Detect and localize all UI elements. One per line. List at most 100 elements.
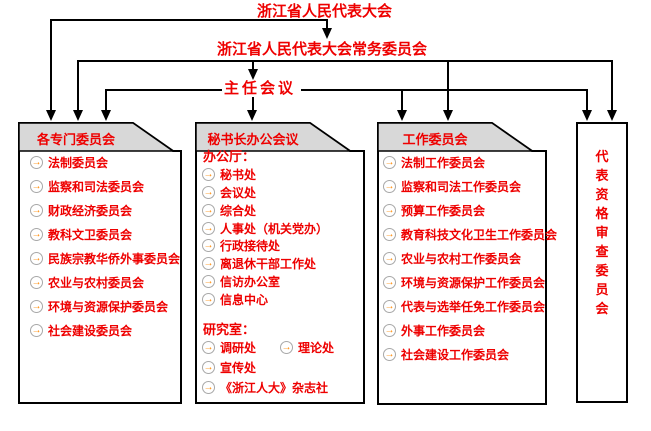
org-link-label: 代表与选举任免工作委员会	[401, 299, 546, 314]
org-link-item[interactable]: → 代表与选举任免工作委员会	[377, 294, 547, 318]
section-label-office: 办公厅：	[203, 149, 256, 164]
org-link-item[interactable]: → 农业与农村委员会	[18, 270, 182, 294]
org-link-label: 行政接待处	[220, 239, 281, 254]
org-link-item[interactable]: →监察和司法工作委员会	[377, 174, 547, 198]
arrow-link-icon: →	[30, 251, 43, 265]
connector-line	[252, 60, 254, 70]
org-link-item[interactable]: →法制委员会	[18, 150, 182, 174]
org-link-item[interactable]: →财政经济委员会	[18, 198, 182, 222]
connector-line	[611, 60, 613, 111]
org-link-item[interactable]: → 法制工作委员会	[377, 150, 547, 174]
org-link-item[interactable]: →社会建设委员会	[18, 318, 182, 342]
org-link-label: 信息中心	[220, 292, 269, 307]
connector-line	[50, 19, 328, 21]
arrow-head-icon	[322, 28, 332, 39]
org-link-label: 会议处	[220, 186, 257, 201]
section-label-research: 研究室：	[203, 321, 256, 337]
connector-line	[77, 60, 79, 111]
org-link-label: 民族宗教华侨外事委员会	[48, 251, 181, 266]
arrow-link-icon: →	[383, 323, 396, 337]
folder-shape	[195, 122, 365, 404]
arrow-link-icon: →	[383, 299, 396, 313]
connector-line	[401, 89, 403, 111]
org-link-item[interactable]: → 信息中心	[195, 290, 365, 308]
arrow-head-icon	[248, 69, 258, 80]
org-link-label: 信访办公室	[220, 274, 281, 289]
org-link-label: 离退休干部工作处	[220, 257, 317, 272]
org-link-item[interactable]: → 民族宗教华侨外事委员会	[18, 246, 182, 270]
org-link-label: 秘书处	[220, 168, 257, 183]
arrow-link-icon: →	[202, 274, 215, 288]
org-link-item[interactable]: → 离退休干部工作处	[195, 255, 365, 273]
org-link-label: 社会建设工作委员会	[401, 347, 510, 362]
org-link-label: 农业与农村委员会	[48, 275, 145, 290]
arrow-head-icon	[101, 110, 111, 121]
arrow-head-icon	[607, 110, 617, 121]
connector-line	[105, 89, 107, 111]
panel-header-working-committees: 工作委员会	[402, 132, 468, 147]
arrow-link-icon: →	[280, 340, 294, 354]
arrow-link-icon: →	[30, 275, 43, 289]
org-link-item[interactable]: → 环境与资源保护工作委员会	[377, 270, 547, 294]
org-link-item[interactable]: →综合处	[195, 202, 365, 220]
org-link-label: 理论处	[298, 340, 335, 355]
org-link-label: 监察和司法委员会	[48, 179, 145, 194]
org-link-item[interactable]: → 教科文卫委员会	[18, 222, 182, 246]
folder-shape	[18, 122, 182, 404]
org-link-item[interactable]: → 预算工作委员会	[377, 198, 547, 222]
arrow-link-icon: →	[30, 323, 43, 337]
org-link-label: 法制工作委员会	[401, 155, 486, 170]
connector-line	[50, 19, 52, 111]
arrow-link-icon: →	[202, 257, 215, 271]
qualification-committee-label: 代表资格审查委员会	[595, 149, 609, 316]
org-link-item[interactable]: → 调研处	[202, 339, 256, 356]
org-link-label: 财政经济委员会	[48, 203, 133, 218]
org-link-label: 调研处	[220, 340, 257, 355]
arrow-link-icon: →	[30, 299, 43, 313]
org-link-item[interactable]: →人事处（机关党办）	[195, 219, 365, 237]
org-link-item[interactable]: →教育科技文化卫生工作委员会	[377, 222, 557, 246]
connector-line	[326, 19, 328, 29]
org-link-item[interactable]: → 行政接待处	[195, 237, 365, 255]
panel-header-special-committees: 各专门委员会	[36, 132, 115, 147]
arrow-link-icon: →	[202, 221, 215, 235]
org-link-label: 《浙江人大》杂志社	[220, 380, 329, 395]
connector-line	[105, 89, 222, 91]
org-link-item[interactable]: →宣传处	[195, 357, 365, 377]
arrow-link-icon: →	[383, 275, 396, 289]
arrow-link-icon: →	[202, 186, 215, 200]
org-link-label: 监察和司法工作委员会	[401, 179, 522, 194]
org-link-label: 环境与资源保护工作委员会	[401, 275, 546, 290]
arrow-link-icon: →	[30, 227, 43, 241]
org-link-item[interactable]: → 环境与资源保护委员会	[18, 294, 182, 318]
connector-line	[77, 60, 613, 62]
arrow-link-icon: →	[202, 292, 215, 306]
connector-line	[252, 97, 254, 111]
org-link-item[interactable]: → 会议处	[195, 184, 365, 202]
panel-secretary-office-meeting: 秘书长办公会议 办公厅： →秘书处 →会议处 →综合处 →人事处（机关党办） →…	[195, 122, 365, 404]
connector-line	[586, 89, 588, 111]
org-link-item[interactable]: →农业与农村工作委员会	[377, 246, 547, 270]
arrow-link-icon: →	[202, 203, 215, 217]
arrow-link-icon: →	[383, 203, 396, 217]
org-link-label: 环境与资源保护委员会	[48, 299, 169, 314]
connector-line	[447, 60, 449, 111]
arrow-head-icon	[397, 110, 407, 121]
arrow-head-icon	[582, 110, 592, 121]
org-link-item[interactable]: →外事工作委员会	[377, 318, 547, 342]
org-link-item[interactable]: →秘书处	[195, 166, 365, 184]
arrow-link-icon: →	[383, 155, 396, 169]
org-link-item[interactable]: →社会建设工作委员会	[377, 342, 547, 366]
panel-special-committees: 各专门委员会 →法制委员会 →监察和司法委员会 →财政经济委员会 →教科文卫委员…	[18, 122, 182, 404]
org-link-item[interactable]: → 理论处	[280, 339, 334, 356]
arrow-link-icon: →	[202, 340, 215, 354]
org-link-label: 教科文卫委员会	[48, 227, 133, 242]
org-link-item[interactable]: →监察和司法委员会	[18, 174, 182, 198]
arrow-link-icon: →	[202, 239, 215, 253]
org-link-label: 预算工作委员会	[401, 203, 486, 218]
arrow-head-icon	[73, 110, 83, 121]
org-link-item[interactable]: →《浙江人大》杂志社	[195, 377, 365, 397]
arrow-link-icon: →	[202, 360, 215, 374]
org-link-item[interactable]: → 信访办公室	[195, 273, 365, 291]
